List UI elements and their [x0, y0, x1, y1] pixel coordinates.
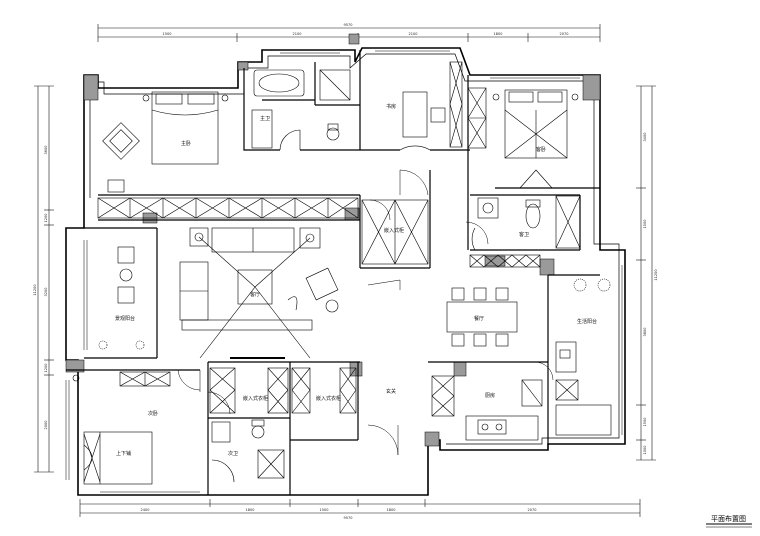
- dim-top-total: 9570: [344, 23, 353, 27]
- label-dining-room: 餐厅: [474, 315, 484, 322]
- dimension-lines: [34, 24, 656, 517]
- label-east-balcony: 生活阳台: [577, 318, 597, 325]
- drawing-title: 平面布置图: [711, 514, 746, 523]
- dim-top-seg-2: 2100: [293, 32, 302, 36]
- structural-columns: [65, 33, 601, 447]
- label-closet-sw: 嵌入式衣柜: [243, 395, 268, 402]
- dim-bottom-seg-4: 1800: [387, 508, 396, 512]
- dim-bottom-seg-2: 1800: [246, 508, 255, 512]
- kitchen-counter: [465, 415, 539, 441]
- bathtub: [253, 69, 305, 97]
- dim-left-seg-4: 1200: [44, 364, 48, 373]
- dim-right-seg-1: 3400: [643, 133, 647, 142]
- dim-left-total: 11200: [33, 284, 37, 295]
- study-desk: [402, 91, 428, 138]
- dim-right-seg-3: 3800: [643, 328, 647, 337]
- dim-right-seg-2: 1500: [643, 220, 647, 229]
- label-entrance-cabinet: 嵌入式柜: [384, 227, 404, 234]
- wardrobe-cabinets: [97, 61, 581, 417]
- label-master-bath: 主卫: [260, 115, 270, 122]
- dimension-text: 9570 1500 2100 2100 1800 2070 9570 2400 …: [33, 23, 658, 520]
- room-labels: 主卧 主卫 书房 客卧 客卫 嵌入式柜 客厅 景观阳台 餐厅 生活阳台 厨房 玄…: [115, 103, 597, 457]
- furniture: [72, 69, 612, 485]
- dim-right-seg-5: 1000: [643, 446, 647, 455]
- label-west-balcony: 景观阳台: [115, 315, 135, 322]
- dim-top-seg-1: 1500: [163, 32, 172, 36]
- coffee-table: [237, 269, 273, 305]
- lounge-chair: [305, 267, 339, 301]
- dim-left-seg-5: 2000: [44, 421, 48, 430]
- dim-bottom-seg-5: 2070: [528, 508, 537, 512]
- dim-bottom-seg-1: 2400: [141, 508, 150, 512]
- label-study: 书房: [386, 103, 396, 110]
- dim-bottom-total: 9570: [344, 516, 353, 520]
- dim-top-seg-4: 1800: [494, 32, 503, 36]
- dim-bottom-seg-3: 1500: [320, 508, 329, 512]
- label-second-bedroom: 次卧: [148, 410, 158, 417]
- drawing-title-block: 平面布置图: [706, 514, 752, 528]
- label-closet-mid: 嵌入式衣柜: [316, 395, 341, 402]
- label-bunk-bed: 上下铺: [116, 450, 131, 457]
- label-living-room: 客厅: [250, 291, 260, 298]
- dining-table: [446, 301, 518, 333]
- master-armchair: [102, 122, 140, 160]
- door-swings: [177, 169, 554, 456]
- label-guest-bedroom: 客卧: [536, 146, 546, 153]
- label-second-bath: 次卫: [228, 450, 238, 457]
- windows: [65, 47, 626, 496]
- dim-right-seg-4: 1500: [643, 418, 647, 427]
- dim-top-seg-5: 2070: [560, 32, 569, 36]
- label-master-bedroom: 主卧: [181, 140, 191, 147]
- label-guest-bath: 客卫: [519, 231, 529, 238]
- dim-left-seg-3: 3200: [44, 288, 48, 297]
- interior-walls: [66, 50, 600, 495]
- exterior-walls: [65, 47, 626, 496]
- label-kitchen: 厨房: [485, 392, 495, 399]
- bunk-bed: [83, 431, 153, 485]
- label-entrance: 玄关: [386, 388, 396, 395]
- dim-left-seg-2: 1200: [44, 214, 48, 223]
- master-bed: [151, 91, 219, 165]
- dim-left-seg-1: 3600: [44, 146, 48, 155]
- dim-top-seg-3: 2100: [409, 32, 418, 36]
- dim-right-total: 11200: [654, 269, 658, 280]
